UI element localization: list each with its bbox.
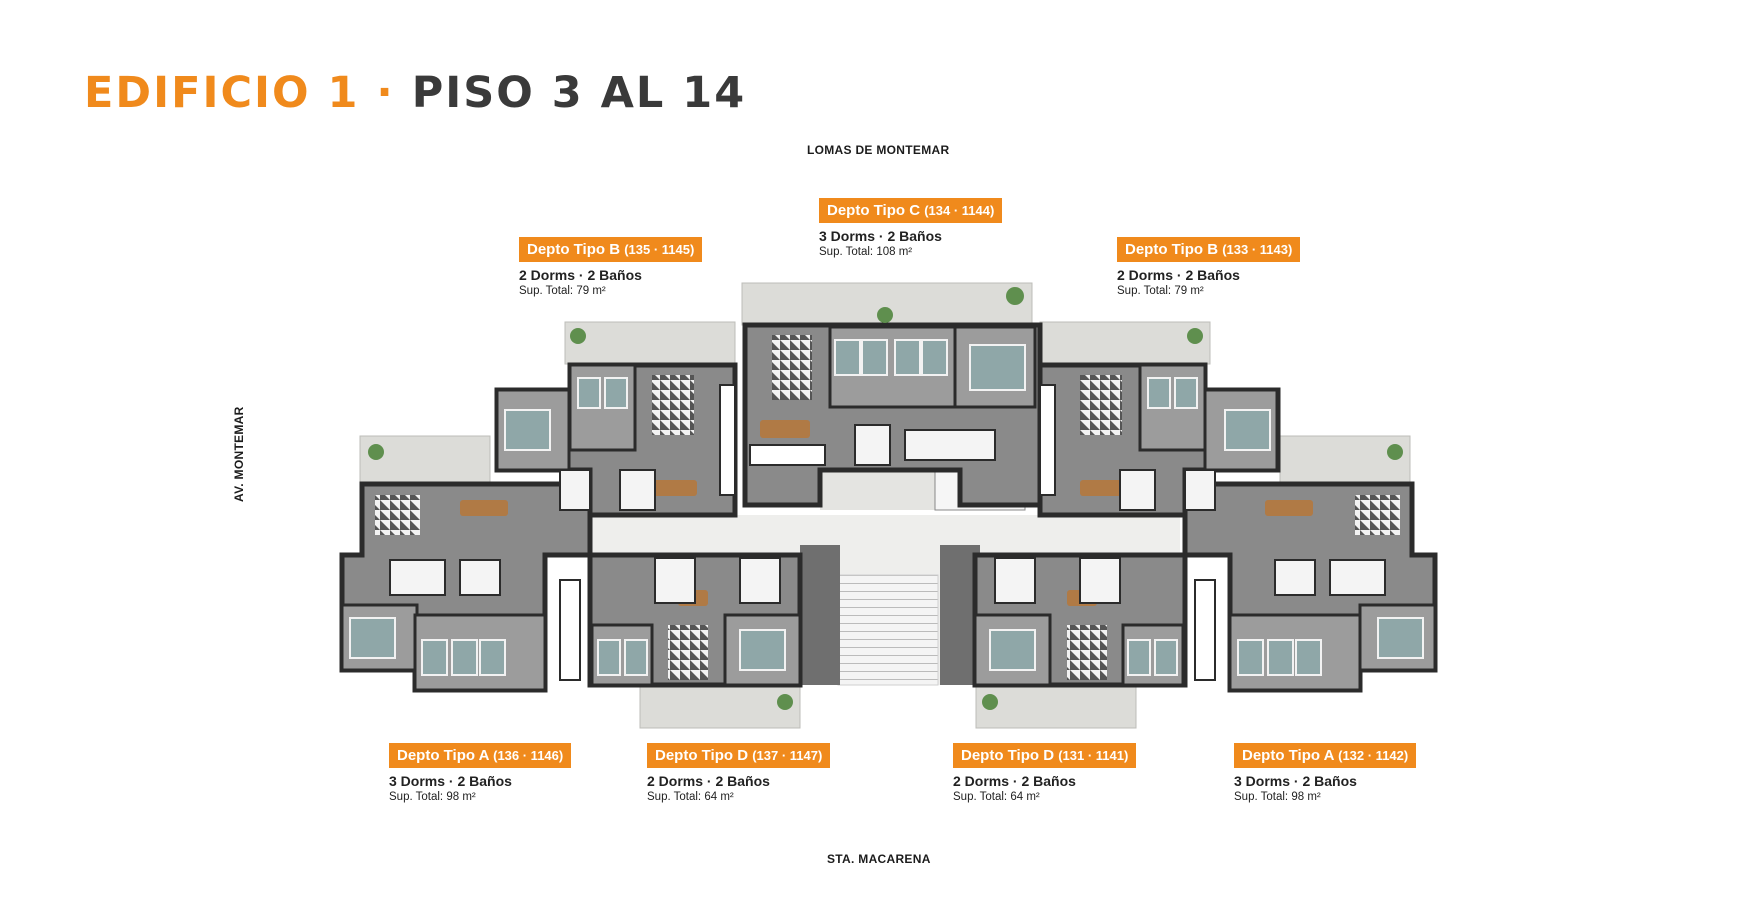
unit-area: Sup. Total: 98 m²: [1234, 791, 1321, 803]
unit-spec: 2 Dorms · 2 Baños: [647, 773, 770, 789]
unit-spec: 3 Dorms · 2 Baños: [819, 228, 942, 244]
unit-tag: Depto Tipo D (137 · 1147): [647, 743, 831, 768]
street-label-north: LOMAS DE MONTEMAR: [807, 143, 950, 157]
unit-spec: 2 Dorms · 2 Baños: [953, 773, 1076, 789]
unit-label-tipo-d-right: Depto Tipo D (131 · 1141) 2 Dorms · 2 Ba…: [953, 743, 1137, 803]
title-building: EDIFICIO 1 ·: [84, 68, 395, 118]
unit-area: Sup. Total: 64 m²: [647, 791, 734, 803]
page-title: EDIFICIO 1 · PISO 3 AL 14: [84, 68, 746, 118]
unit-label-tipo-b-right: Depto Tipo B (133 · 1143) 2 Dorms · 2 Ba…: [1117, 237, 1301, 297]
unit-tag: Depto Tipo B (133 · 1143): [1117, 237, 1301, 262]
beds: [349, 339, 1424, 676]
unit-area: Sup. Total: 64 m²: [953, 791, 1040, 803]
unit-tag: Depto Tipo D (131 · 1141): [953, 743, 1137, 768]
unit-label-tipo-d-left: Depto Tipo D (137 · 1147) 2 Dorms · 2 Ba…: [647, 743, 831, 803]
unit-tag: Depto Tipo A (136 · 1146): [389, 743, 572, 768]
unit-spec: 3 Dorms · 2 Baños: [389, 773, 512, 789]
plants: [368, 287, 1403, 710]
bathrooms: [389, 424, 1386, 604]
unit-label-tipo-c: Depto Tipo C (134 · 1144) 3 Dorms · 2 Ba…: [819, 198, 1003, 258]
kitchens: [559, 384, 1216, 681]
unit-area: Sup. Total: 79 m²: [519, 285, 606, 297]
unit-spec: 2 Dorms · 2 Baños: [519, 267, 642, 283]
living-rugs: [375, 335, 1400, 680]
unit-spec: 2 Dorms · 2 Baños: [1117, 267, 1240, 283]
unit-area: Sup. Total: 79 m²: [1117, 285, 1204, 297]
unit-label-tipo-b-left: Depto Tipo B (135 · 1145) 2 Dorms · 2 Ba…: [519, 237, 703, 297]
unit-tag: Depto Tipo C (134 · 1144): [819, 198, 1003, 223]
street-label-south: STA. MACARENA: [827, 852, 931, 866]
title-floors: PISO 3 AL 14: [411, 68, 747, 118]
unit-tag: Depto Tipo A (132 · 1142): [1234, 743, 1417, 768]
unit-spec: 3 Dorms · 2 Baños: [1234, 773, 1357, 789]
unit-label-tipo-a-left: Depto Tipo A (136 · 1146) 3 Dorms · 2 Ba…: [389, 743, 572, 803]
unit-tag: Depto Tipo B (135 · 1145): [519, 237, 703, 262]
unit-label-tipo-a-right: Depto Tipo A (132 · 1142) 3 Dorms · 2 Ba…: [1234, 743, 1417, 803]
unit-area: Sup. Total: 98 m²: [389, 791, 476, 803]
unit-area: Sup. Total: 108 m²: [819, 246, 913, 258]
